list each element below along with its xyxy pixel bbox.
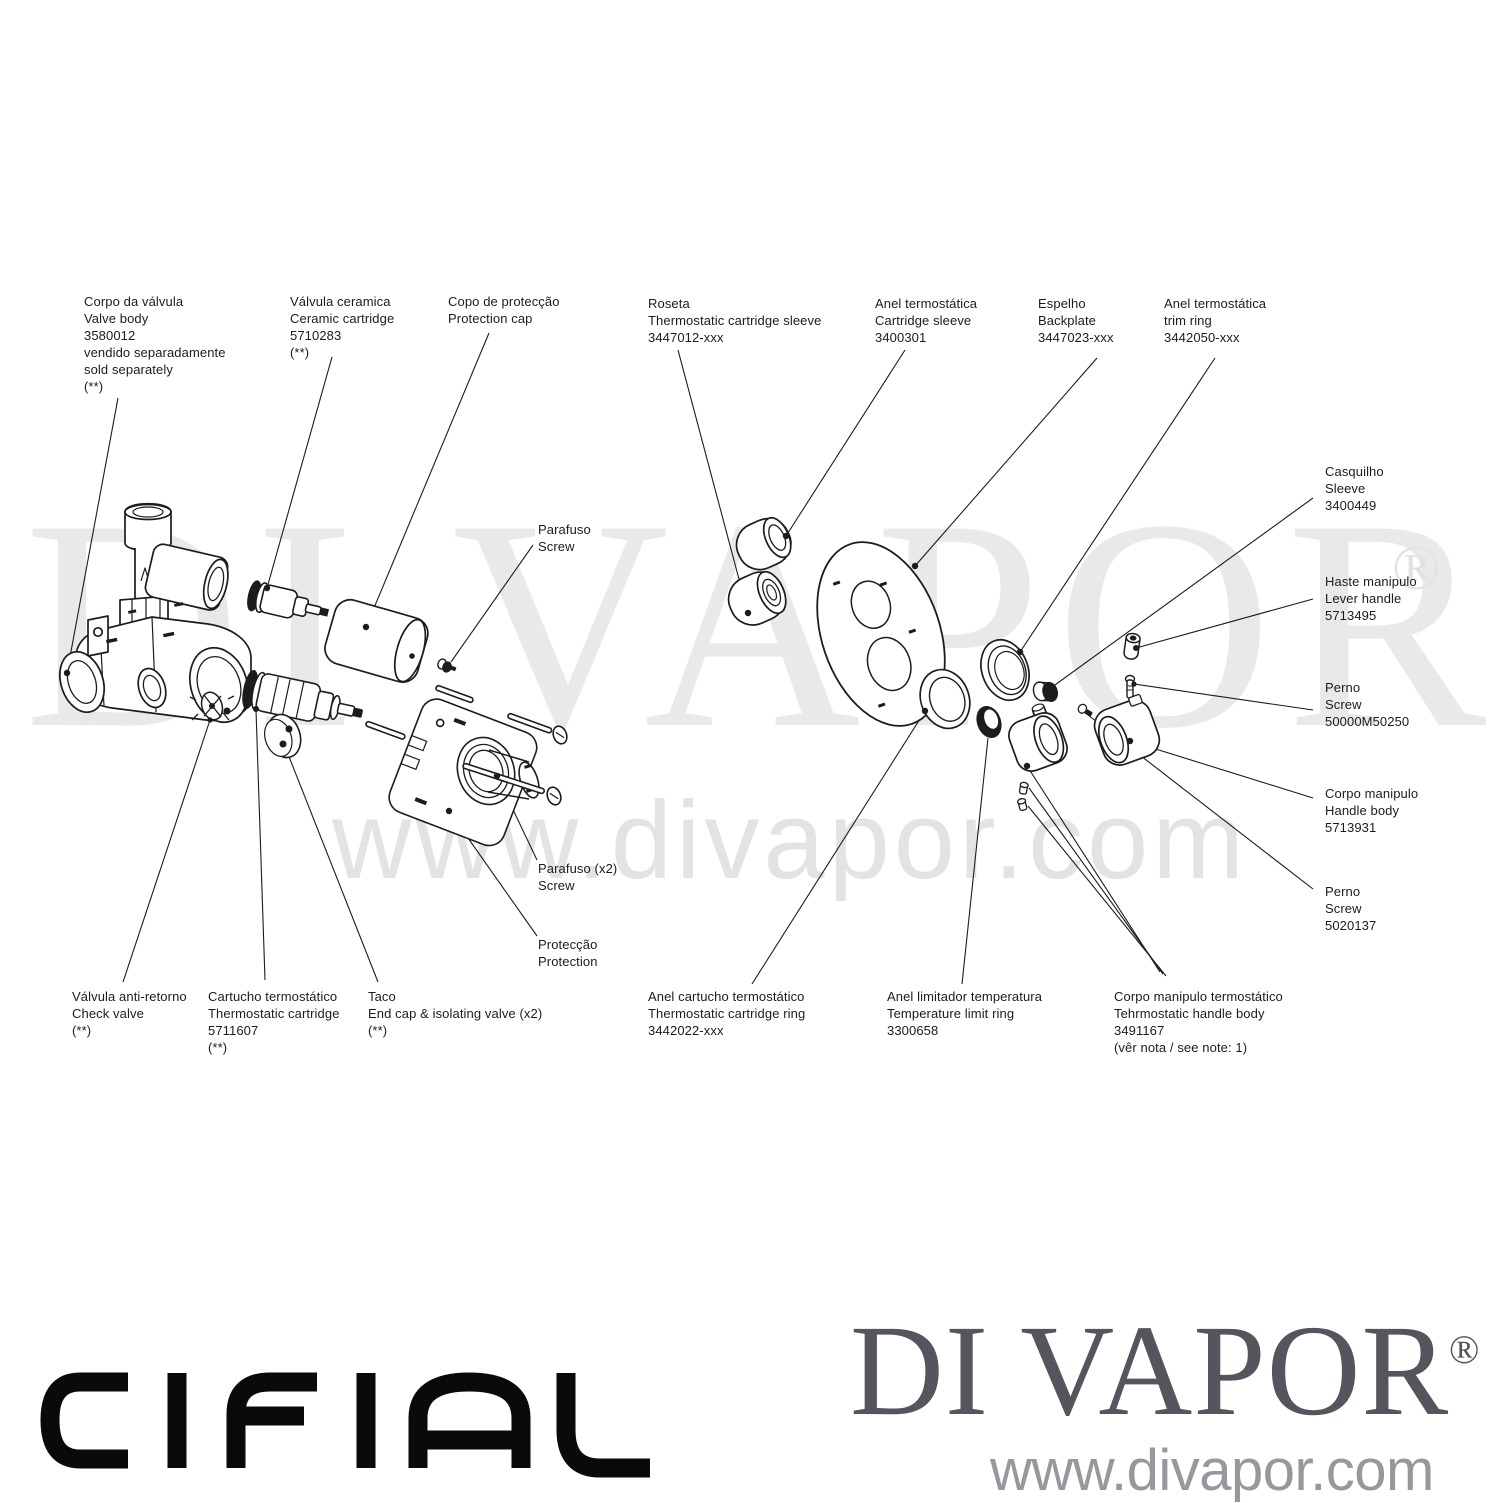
cartridge-sleeve-part [735,516,792,571]
cartridge-ring-part [980,638,1030,702]
label-casquilho: Casquilho Sleeve 3400449 [1325,464,1384,513]
thermostatic-handle-body-part [1008,703,1068,772]
label-corpo-manipulo: Corpo manipulo Handle body 5713931 [1325,786,1419,835]
screw-part-top [437,658,457,673]
temperature-limit-ring-part [976,705,1002,739]
label-valvula-anti-retorno: Válvula anti-retorno Check valve (**) [72,989,187,1038]
divapor-registered-icon: ® [1449,1327,1480,1372]
leader-lines [66,332,1314,985]
valve-body-part [58,503,252,724]
label-anel-cartucho-termostatico: Anel cartucho termostático Thermostatic … [648,989,806,1038]
check-valve-part [189,691,235,721]
label-perno-screw-2: Perno Screw 5020137 [1325,884,1377,933]
perno-tiny-screw-part [1077,703,1093,717]
label-anel-termostatica-sleeve: Anel termostática Cartridge sleeve 34003… [875,296,978,345]
trim-ring-part [919,668,971,730]
label-espelho: Espelho Backplate 3447023-xxx [1038,296,1114,345]
divapor-url: www.divapor.com [990,1438,1434,1503]
watermark-registered-icon: ® [1392,532,1441,603]
label-roseta: Roseta Thermostatic cartridge sleeve 344… [648,296,822,345]
thermostatic-cartridge-part [242,669,363,722]
label-cartucho-termostatico: Cartucho termostático Thermostatic cartr… [208,989,340,1055]
label-corpo-manipulo-termostatico: Corpo manipulo termostático Tehrmostatic… [1114,989,1283,1055]
cifial-logo [40,1372,650,1478]
end-cap-part [264,713,302,759]
thermostatic-cartridge-sleeve-part [727,570,787,626]
label-copo-de-proteccao: Copo de protecção Protection cap [448,294,560,326]
ceramic-cartridge-part [247,580,329,619]
label-parafuso-screw: Parafuso Screw [538,522,591,554]
label-anel-termostatica-trim-ring: Anel termostática trim ring 3442050-xxx [1164,296,1267,345]
divapor-logo: DI VAPOR [850,1299,1450,1443]
label-parafuso-x2: Parafuso (x2) Screw [538,861,618,893]
label-corpo-da-valvula: Corpo da válvula Valve body 3580012 vend… [84,294,226,394]
label-haste-manipulo: Haste manipulo Lever handle 5713495 [1325,574,1417,623]
perno-screw-part [1124,674,1136,699]
sleeve-nut-part [1032,681,1059,702]
label-perno-screw-1: Perno Screw 50000M50250 [1325,680,1410,729]
label-taco: Taco End cap & isolating valve (x2) (**) [368,989,543,1038]
label-proteccao: Protecção Protection [538,937,598,969]
label-anel-limitador-temperatura: Anel limitador temperatura Temperature l… [887,989,1043,1038]
handle-screw-1 [1018,781,1029,795]
protection-cap-part [324,598,429,683]
handle-screw-2 [1016,797,1028,812]
handle-body-part [1093,693,1161,766]
leader-dots [63,532,1139,815]
label-valvula-ceramica: Válvula ceramica Ceramic cartridge 57102… [290,294,395,360]
mounting-plate-part [365,684,568,847]
backplate-part [816,541,946,727]
